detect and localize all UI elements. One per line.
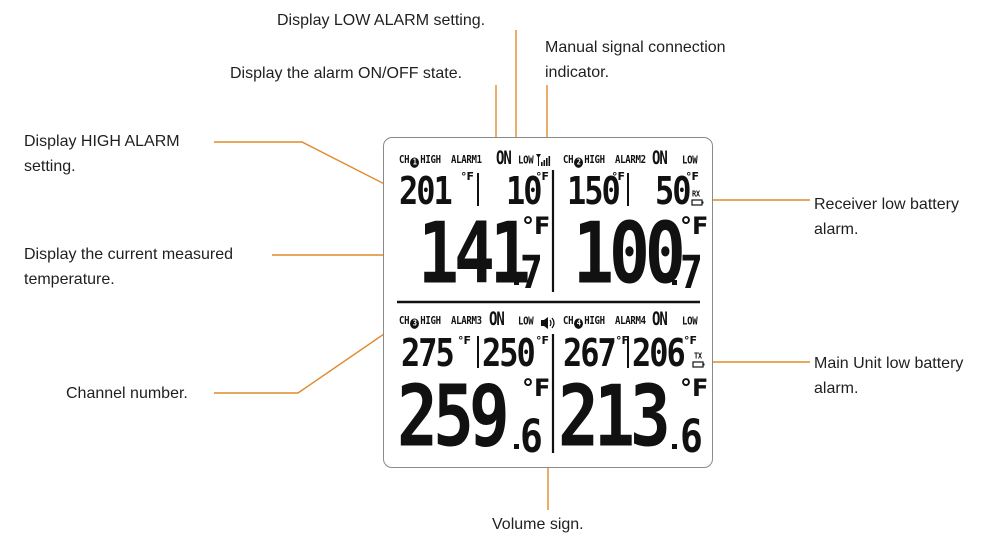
callout-receiver-battery-line1: Receiver low battery (814, 196, 959, 213)
leader-high-alarm (214, 141, 411, 198)
ch2-low-alarm-value: 50 (655, 168, 692, 214)
ch1-low-unit: °F (536, 170, 550, 183)
ch4-low-label: LOW (682, 316, 698, 328)
ch2-low-unit: °F (686, 170, 700, 183)
ch4-current-temp-decimal: 6 (680, 410, 703, 463)
ch4-temp-unit: °F (680, 374, 709, 402)
ch2-alarm-on-indicator: ON (652, 148, 668, 170)
ch1-high-alarm-value: 201 (399, 168, 453, 214)
ch1-current-temp-decimal: 7 (520, 246, 543, 299)
ch3-low-unit: °F (536, 334, 550, 347)
ch2-high-unit: °F (612, 170, 626, 183)
callout-high-alarm-line2: setting. (24, 158, 76, 175)
ch2-current-temp: 100 (573, 205, 686, 304)
ch3-current-temp: 259 (397, 368, 510, 467)
ch4-low-alarm-value: 206 (632, 330, 686, 376)
callout-alarm-on-off: Display the alarm ON/OFF state. (230, 65, 463, 82)
leader-channel-number (214, 322, 401, 394)
ch2-number-badge: 2 (574, 157, 584, 168)
callout-channel-number: Channel number. (66, 385, 188, 402)
ch4-tx-label: TX (694, 351, 702, 361)
callout-current-temp-line2: temperature. (24, 271, 115, 288)
ch2-temp-unit: °F (680, 212, 709, 240)
ch2-high-alarm-value: 150 (567, 168, 621, 214)
ch1-alarm-on-indicator: ON (496, 148, 512, 170)
callout-current-temp-line1: Display the current measured (24, 246, 233, 263)
ch3-temp-unit: °F (522, 374, 551, 402)
ch3-low-label: LOW (518, 316, 534, 328)
ch1-temp-unit: °F (522, 212, 551, 240)
callout-manual-signal-line2: indicator. (545, 64, 610, 81)
ch1-high-unit: °F (461, 170, 475, 183)
callout-receiver-battery-line2: alarm. (814, 221, 859, 238)
callout-main-unit-battery-line2: alarm. (814, 380, 859, 397)
callout-manual-signal-line1: Manual signal connection (545, 39, 726, 56)
ch3-number-badge: 3 (410, 318, 420, 329)
ch3-low-alarm-value: 250 (482, 330, 536, 376)
callout-main-unit-battery-line1: Main Unit low battery (814, 355, 964, 372)
ch3-current-temp-decimal: 6 (520, 410, 543, 463)
ch1-number-badge: 1 (410, 157, 420, 168)
ch4-high-alarm-value: 267 (563, 330, 617, 376)
ch4-number-badge: 4 (574, 318, 584, 329)
ch4-alarm-on-indicator: ON (652, 309, 668, 331)
ch3-alarm-on-indicator: ON (489, 309, 505, 331)
ch1-low-alarm-value: 10 (506, 168, 543, 214)
ch4-low-unit: °F (684, 334, 698, 347)
ch3-high-alarm-value: 275 (401, 330, 455, 376)
ch1-current-temp: 141 (418, 205, 531, 304)
ch4-current-temp: 213 (558, 368, 671, 467)
ch2-current-temp-decimal: 7 (680, 246, 703, 299)
ch4-high-unit: °F (616, 334, 630, 347)
callout-high-alarm-line1: Display HIGH ALARM (24, 133, 180, 150)
ch1-low-label: LOW (518, 155, 534, 167)
ch2-rx-label: RX (692, 189, 700, 199)
ch3-high-unit: °F (458, 334, 472, 347)
ch2-low-label: LOW (682, 155, 698, 167)
callout-low-alarm: Display LOW ALARM setting. (277, 12, 486, 29)
callout-volume-sign: Volume sign. (492, 516, 584, 533)
